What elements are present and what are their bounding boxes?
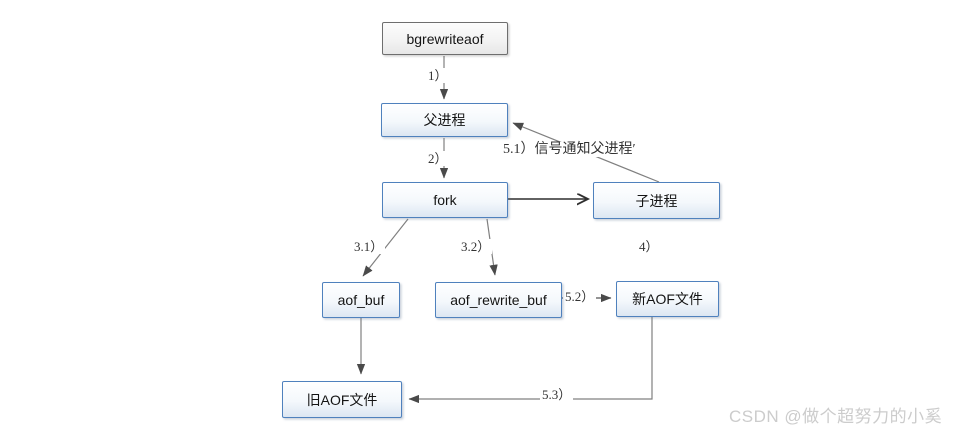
node-aof-rewrite-buf: aof_rewrite_buf bbox=[435, 282, 562, 318]
node-parent-process-label: 父进程 bbox=[423, 112, 466, 128]
node-child-process: 子进程 bbox=[593, 182, 720, 219]
edge-label-step-1: 1） bbox=[426, 68, 450, 83]
node-bgrewriteaof: bgrewriteaof bbox=[382, 22, 508, 55]
node-aof-buf: aof_buf bbox=[322, 282, 400, 318]
node-fork-label: fork bbox=[433, 192, 457, 208]
edge-label-step-2: 2） bbox=[426, 151, 450, 166]
node-fork: fork bbox=[382, 182, 508, 218]
node-new-aof-file: 新AOF文件 bbox=[616, 281, 719, 317]
edge-label-step-5-2: 5.2） bbox=[563, 289, 597, 304]
edge-label-step-3-1: 3.1） bbox=[352, 239, 386, 254]
node-aof-rewrite-buf-label: aof_rewrite_buf bbox=[450, 292, 547, 308]
edge-new-aof-to-old-aof bbox=[408, 317, 653, 404]
node-bgrewriteaof-label: bgrewriteaof bbox=[406, 30, 484, 47]
edge-label-step-5-3: 5.3） bbox=[540, 387, 574, 402]
edge-label-step-4: 4） bbox=[637, 239, 661, 254]
node-aof-buf-label: aof_buf bbox=[337, 292, 385, 308]
edge-label-step-3-2: 3.2） bbox=[459, 239, 493, 254]
node-parent-process: 父进程 bbox=[381, 103, 508, 137]
csdn-watermark: CSDN @做个超努力的小奚 bbox=[729, 407, 943, 426]
node-child-process-label: 子进程 bbox=[635, 192, 678, 209]
node-old-aof-file: 旧AOF文件 bbox=[282, 381, 402, 418]
node-old-aof-file-label: 旧AOF文件 bbox=[306, 391, 378, 408]
edge-label-step-5-1-signal-parent: 5.1）信号通知父进程′ bbox=[501, 142, 638, 157]
node-new-aof-file-label: 新AOF文件 bbox=[632, 291, 703, 307]
edge-fork-to-aof-buf bbox=[362, 218, 409, 277]
